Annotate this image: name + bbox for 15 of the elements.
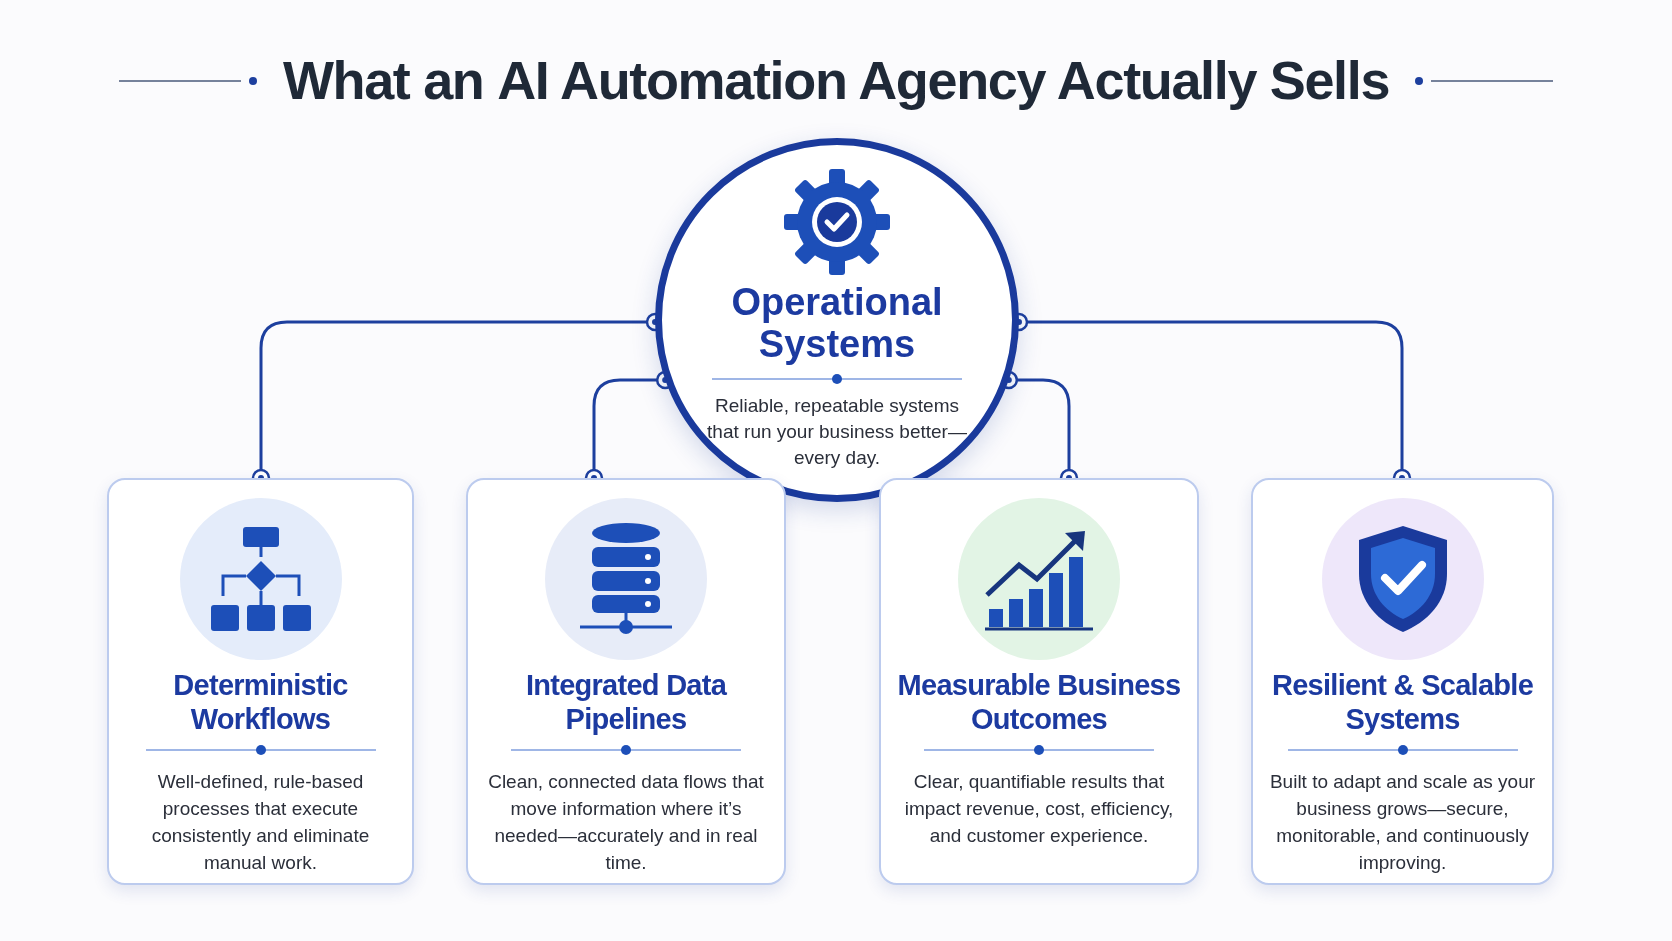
hub-description: Reliable, repeatable systems that run your business better—every day. [707, 394, 967, 470]
card-description: Well-defined, rule-based processes that execute consistently and eliminate manual work. [150, 770, 371, 875]
card-heading: Integrated Data Pipelines [524, 668, 728, 736]
card-description: Clear, quantifiable results that impact revenue, cost, efficiency, and customer experience. [903, 770, 1175, 848]
card-heading: Measurable Business Outcomes [897, 668, 1181, 736]
card-heading: Deterministic Workflows [172, 668, 349, 736]
title: What an AI Automation Agency Actually Sells [282, 49, 1390, 112]
card-description: Built to adapt and scale as your business grows—secure, monitorable, and continuously improving. [1269, 770, 1536, 875]
hub-heading: Operational Systems [730, 281, 944, 365]
feature-card [107, 478, 414, 885]
feature-card [466, 478, 786, 885]
feature-card [1251, 478, 1554, 885]
card-heading: Resilient & Scalable Systems [1270, 668, 1535, 736]
feature-card [879, 478, 1199, 885]
card-description: Clean, connected data flows that move information where it’s needed—accurately and in real time. [487, 770, 765, 875]
